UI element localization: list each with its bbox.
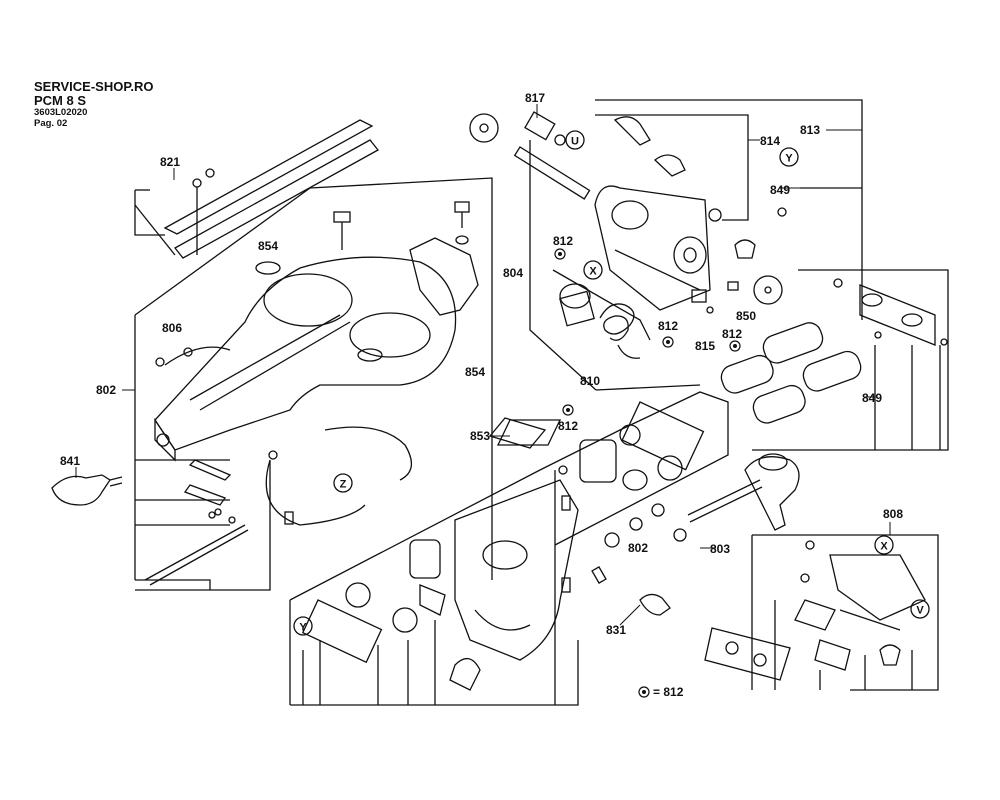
marker-x-right: X [880,541,888,553]
callout-806: 806 [162,321,182,335]
rail-821 [134,119,379,259]
callout-804: 804 [503,266,523,280]
callout-812-a: 812 [553,234,573,248]
group-brackets-813 [529,99,863,391]
callout-812-c: 812 [722,327,742,341]
base-table-outline [134,177,493,580]
leader-lines [75,104,891,626]
knob-841 [51,474,123,506]
callout-808: 808 [883,507,903,521]
marker-y-top: Y [785,153,793,165]
part-number: 3603L02020 [34,107,88,118]
callout-labels: 817 814 813 821 849 812 854 804 806 812 … [60,91,903,637]
callout-802-center: 802 [628,541,648,555]
callout-831: 831 [606,623,626,637]
callout-849-right: 849 [862,391,882,405]
symbol-812-icon [662,336,674,348]
pivot-assembly [469,111,787,314]
callout-813: 813 [800,123,820,137]
callout-810: 810 [580,374,600,388]
callout-814: 814 [760,134,780,148]
marker-letters: U Y X Z Y X V [293,130,930,636]
symbol-812-icon [729,340,741,352]
box-849 [720,269,949,451]
callout-812-d: 812 [558,419,578,433]
symbol-812-icon [554,248,566,260]
header-block: SERVICE-SHOP.RO PCM 8 S 3603L02020 Pag. … [34,80,153,128]
callout-821: 821 [160,155,180,169]
marker-y-bottom: Y [299,622,307,634]
symbol-812-markers [554,248,741,698]
legend-812-text: = 812 [653,685,684,699]
callout-854-bottom: 854 [465,365,485,379]
model-name: PCM 8 S [34,93,87,108]
handle-assembly [289,391,729,706]
callout-812-b: 812 [658,319,678,333]
callout-815: 815 [695,339,715,353]
callout-803: 803 [710,542,730,556]
page-number: Pag. 02 [34,117,68,129]
marker-x-center: X [589,266,597,278]
callout-802-left: 802 [96,383,116,397]
marker-z: Z [340,479,347,491]
callout-854-top: 854 [258,239,278,253]
callout-850: 850 [736,309,756,323]
callout-817: 817 [525,91,545,105]
marker-v: V [916,605,924,617]
callout-841: 841 [60,454,80,468]
base-parts-left [135,346,412,591]
spring-810 [559,283,701,391]
marker-u: U [571,136,579,148]
shop-name: SERVICE-SHOP.RO [34,79,154,94]
callout-853: 853 [470,429,490,443]
symbol-812-icon [638,686,650,698]
box-808 [704,534,939,691]
handle-803 [687,453,800,531]
symbol-812-icon [562,404,574,416]
callout-849-top: 849 [770,183,790,197]
